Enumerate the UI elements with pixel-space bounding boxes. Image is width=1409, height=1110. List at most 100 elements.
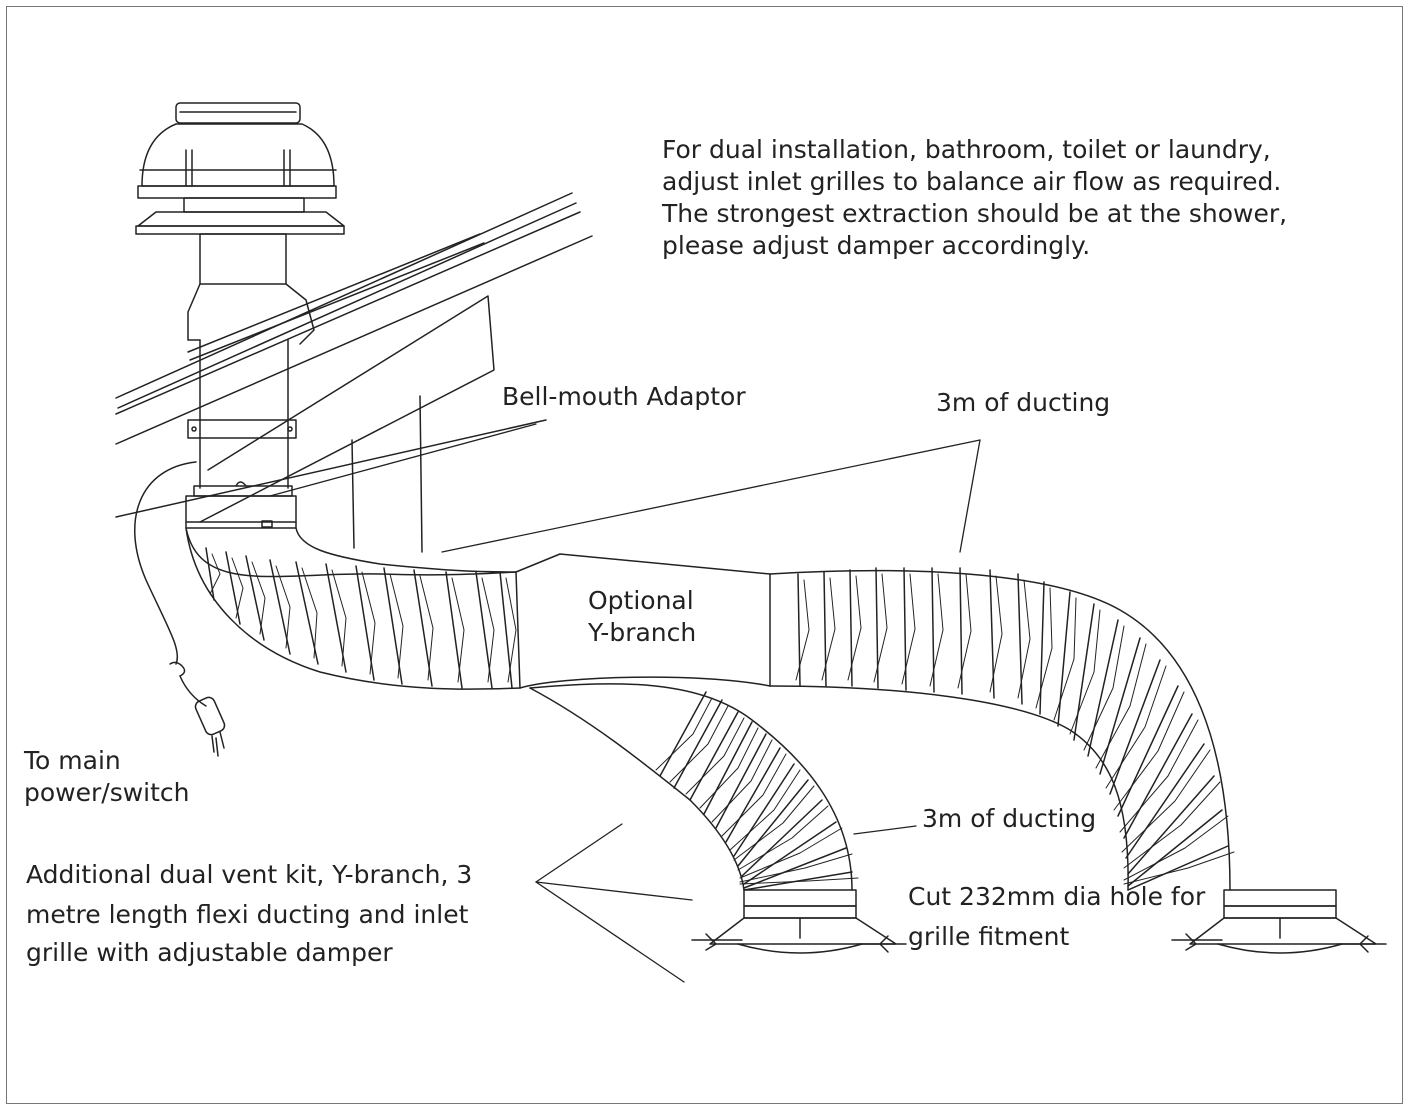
duct-rib — [1099, 637, 1141, 775]
note-line: adjust inlet grilles to balance air flow… — [662, 167, 1282, 196]
duct-fold — [711, 739, 773, 823]
duct-rib — [659, 691, 707, 777]
duct-fold — [1123, 781, 1221, 869]
duct-fold — [419, 575, 434, 681]
power-label-1: To main — [24, 746, 121, 775]
duct-fold — [1069, 609, 1101, 735]
duct-rib — [1057, 591, 1071, 727]
duct-fold — [699, 727, 759, 809]
duct-fold — [361, 571, 376, 675]
duct-fold — [729, 769, 801, 851]
duct-fold — [1053, 597, 1077, 721]
y-branch-label-2: Y-branch — [588, 618, 697, 647]
bell-mouth-label: Bell-mouth Adaptor — [502, 382, 746, 411]
duct-fold — [685, 717, 745, 795]
note-line: The strongest extraction should be at th… — [662, 199, 1288, 228]
duct-fold — [389, 573, 404, 679]
duct-fold — [1083, 625, 1125, 751]
duct-rib — [703, 721, 753, 815]
duct-rib — [741, 799, 823, 877]
note-line: For dual installation, bathroom, toilet … — [662, 135, 1271, 164]
duct-fold — [733, 785, 815, 861]
ducting-bottom-label: 3m of ducting — [922, 804, 1097, 833]
duct-fold — [739, 853, 853, 883]
cut-hole-label-1: Cut 232mm dia hole for — [908, 882, 1206, 911]
duct-fold — [1095, 643, 1147, 769]
duct-rib — [1073, 603, 1095, 741]
duct-rib — [1087, 619, 1119, 757]
duct-fold — [209, 553, 221, 595]
ducting-top-label: 3m of ducting — [936, 388, 1111, 417]
y-branch — [515, 553, 771, 689]
power-label-2: power/switch — [24, 778, 190, 807]
duct-fold — [721, 753, 787, 837]
bell-mouth-adaptor — [185, 481, 297, 529]
duct-rib — [673, 699, 723, 789]
duct-fold — [1113, 691, 1185, 811]
duct-rib — [225, 551, 241, 625]
duct-fold — [1119, 719, 1199, 833]
power-cable — [133, 461, 207, 707]
duct-fold — [231, 557, 244, 619]
duct-fold — [737, 805, 829, 871]
duct-rib — [715, 733, 767, 829]
duct-fold — [739, 827, 843, 879]
duct-rib — [737, 779, 809, 867]
lower-flexi-duct — [529, 683, 859, 891]
duct-fold — [481, 577, 495, 683]
duct-rib — [743, 847, 847, 889]
duct-fold — [873, 573, 888, 683]
right-flexi-duct — [769, 567, 1235, 891]
y-branch-label-1: Optional — [588, 586, 694, 615]
duct-rib — [1127, 809, 1223, 887]
duct-fold — [821, 577, 836, 681]
power-plug-icon — [194, 696, 226, 757]
duct-rib — [1123, 713, 1193, 839]
duct-fold — [847, 575, 862, 681]
duct-fold — [331, 569, 347, 667]
duct-fold — [1105, 665, 1167, 789]
main-flexi-duct — [185, 527, 521, 690]
duct-rib — [725, 747, 781, 843]
kit-label-3: grille with adjustable damper — [26, 938, 393, 967]
roof-fan-icon — [135, 102, 345, 489]
duct-rib — [1125, 743, 1205, 859]
duct-fold — [251, 561, 266, 635]
duct-fold — [451, 577, 465, 683]
duct-fold — [1035, 587, 1053, 709]
kit-label-1: Additional dual vent kit, Y-branch, 3 — [26, 860, 473, 889]
duct-fold — [901, 573, 916, 685]
note-line: please adjust damper accordingly. — [662, 231, 1091, 260]
duct-fold — [739, 877, 859, 885]
leader-lines — [269, 423, 981, 983]
duct-fold — [669, 705, 729, 783]
cut-hole-label-2: grille fitment — [908, 922, 1070, 951]
duct-rib — [1109, 659, 1161, 795]
duct-fold — [1017, 579, 1031, 699]
duct-fold — [1123, 815, 1229, 881]
duct-fold — [1121, 749, 1211, 853]
ceiling-grille-icon-right — [1171, 889, 1387, 954]
duct-rib — [1039, 581, 1045, 715]
duct-fold — [655, 697, 713, 771]
duct-fold — [795, 579, 810, 681]
duct-rib — [205, 547, 215, 601]
duct-rib — [1117, 685, 1179, 817]
duct-rib — [989, 569, 995, 699]
duct-rib — [1127, 845, 1229, 891]
ceiling-grille-icon — [691, 889, 907, 954]
duct-fold — [505, 577, 517, 683]
duct-rib — [689, 711, 739, 801]
duct-rib — [743, 821, 837, 885]
roof-structure — [115, 192, 593, 553]
duct-rib — [1017, 573, 1023, 705]
duct-fold — [989, 575, 1003, 693]
kit-label-2: metre length flexi ducting and inlet — [26, 900, 469, 929]
duct-rib — [1127, 775, 1215, 875]
diagram-frame — [6, 6, 1403, 1104]
duct-fold — [929, 573, 944, 687]
duct-fold — [275, 565, 291, 649]
duct-fold — [1123, 851, 1235, 885]
